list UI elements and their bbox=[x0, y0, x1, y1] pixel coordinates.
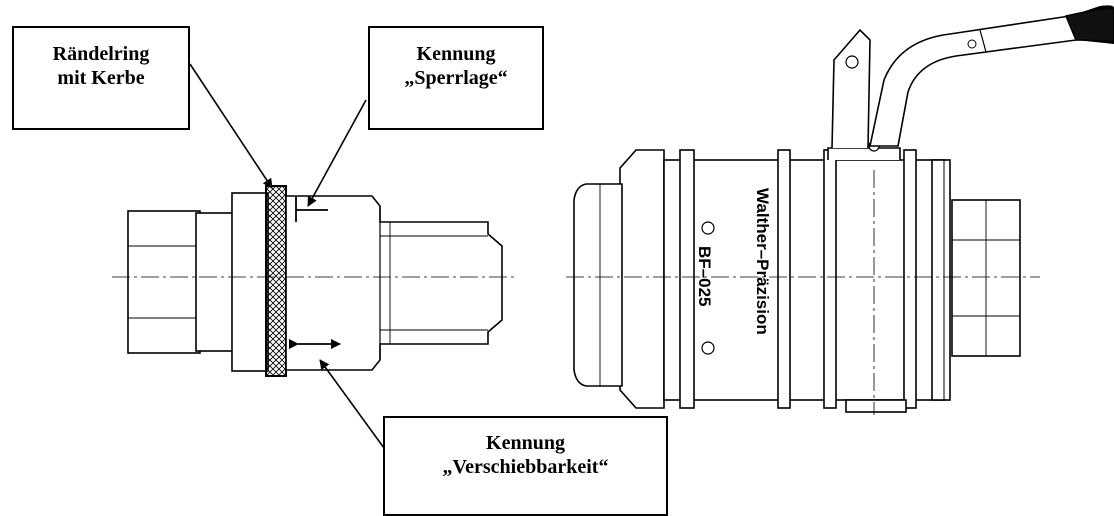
leader-slidability bbox=[319, 359, 385, 449]
callout-slidability-line2: „Verschiebbarkeit“ bbox=[442, 456, 609, 478]
knurled-ring bbox=[265, 185, 287, 377]
coupling-drawing bbox=[573, 5, 1114, 413]
plug-hex-nut bbox=[127, 210, 201, 354]
callout-lock-position: Kennung „Sperrlage“ bbox=[368, 26, 544, 130]
callout-knurled-ring: Rändelring mit Kerbe bbox=[12, 26, 190, 130]
brand-label: Walther–Präzision bbox=[753, 188, 772, 335]
plug-drawing bbox=[127, 185, 503, 377]
callout-knurled-ring-line1: Rändelring bbox=[52, 43, 150, 65]
coupling-body bbox=[663, 159, 945, 401]
callout-slidability: Kennung „Verschiebbarkeit“ bbox=[383, 416, 668, 516]
lever-housing bbox=[827, 147, 901, 160]
lever-arm bbox=[869, 15, 1077, 147]
lock-position-marker bbox=[295, 196, 328, 222]
callout-lock-position-line1: Kennung bbox=[416, 43, 496, 65]
model-mark-bottom bbox=[701, 341, 715, 355]
callout-slidability-line1: Kennung bbox=[486, 432, 565, 454]
plug-body bbox=[195, 212, 235, 352]
coupling-front-sleeve bbox=[619, 149, 665, 409]
leader-knurled-ring bbox=[189, 63, 273, 189]
callout-knurled-ring-line2: mit Kerbe bbox=[57, 67, 145, 89]
model-mark-top bbox=[701, 221, 715, 235]
model-label: BF–025 bbox=[695, 246, 714, 306]
callout-lock-position-line2: „Sperrlage“ bbox=[404, 67, 508, 89]
leader-lock-position bbox=[307, 99, 367, 207]
